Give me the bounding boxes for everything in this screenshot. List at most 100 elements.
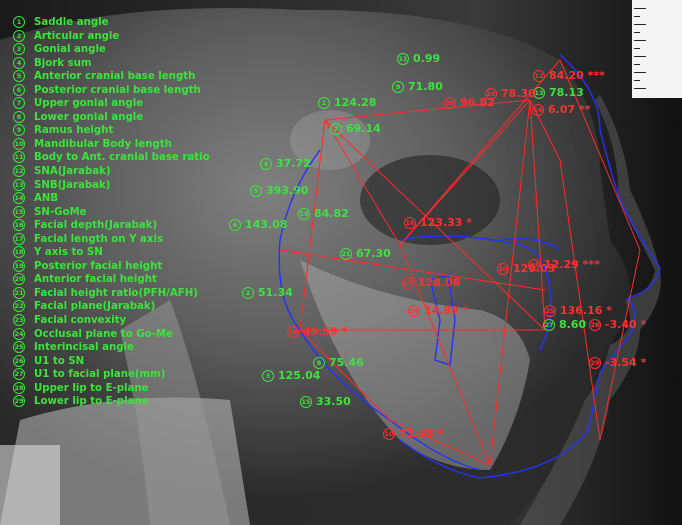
- legend-label: Posterior cranial base length: [34, 84, 201, 96]
- legend-label: Upper gonial angle: [34, 98, 144, 110]
- marker-value: 78.30: [501, 87, 536, 100]
- marker-number: 23: [528, 259, 540, 271]
- legend-item: 21 Facial height ratio(PFH/AFH): [13, 286, 210, 301]
- marker-number: 9: [392, 81, 404, 93]
- legend-number: 20: [13, 273, 25, 286]
- measurement-marker[interactable]: 23 12.29 ***: [528, 258, 600, 271]
- marker-value: 0.99: [413, 52, 441, 65]
- measurement-marker[interactable]: 29-3.54 *: [589, 356, 646, 369]
- legend-label: Bjork sum: [34, 57, 92, 69]
- marker-value: 14.89 *: [424, 304, 469, 317]
- legend-label: Facial plane(Jarabak): [34, 301, 156, 313]
- marker-value: 124.28: [334, 96, 377, 109]
- legend-item: 26 U1 to SN: [13, 354, 210, 369]
- marker-number: 13: [533, 87, 545, 99]
- legend-number: 13: [13, 178, 25, 191]
- measurement-marker[interactable]: 22 78.30: [485, 87, 536, 100]
- marker-number: 10: [383, 428, 395, 440]
- marker-value: 84.82: [314, 207, 349, 220]
- marker-value: 393.90: [266, 184, 309, 197]
- cephalometric-lines: [279, 59, 641, 466]
- measurement-marker[interactable]: 1 124.28: [318, 96, 376, 109]
- legend-label: Facial height ratio(PFH/AFH): [34, 287, 198, 299]
- legend-label: Facial depth(Jarabak): [34, 220, 158, 232]
- legend-number: 29: [13, 395, 25, 408]
- marker-value: 71.80: [408, 80, 443, 93]
- marker-number: 27: [543, 319, 555, 331]
- marker-value: 125.04: [278, 369, 321, 382]
- marker-number: 1: [318, 97, 330, 109]
- measurement-marker[interactable]: 13 78.13: [533, 86, 584, 99]
- legend-number: 10: [13, 137, 25, 150]
- marker-number: 7: [330, 123, 342, 135]
- marker-value: 136.16 *: [560, 304, 613, 317]
- marker-number: 26: [444, 97, 456, 109]
- marker-number: 12: [533, 70, 545, 82]
- measurement-marker[interactable]: 28-3.40 *: [589, 318, 646, 331]
- marker-number: 15: [300, 396, 312, 408]
- marker-value: 78.13: [549, 86, 584, 99]
- legend-label: U1 to SN: [34, 355, 85, 367]
- legend-number: 1: [13, 16, 25, 28]
- legend-number: 17: [13, 232, 25, 245]
- legend-number: 12: [13, 165, 25, 178]
- legend-number: 21: [13, 286, 25, 299]
- measurement-marker[interactable]: 25 136.16 *: [544, 304, 612, 317]
- legend-label: Facial length on Y axis: [34, 233, 164, 245]
- marker-value: 12.29 ***: [544, 258, 600, 271]
- marker-value: 51.34: [258, 286, 293, 299]
- legend-label: Lower gonial angle: [34, 111, 144, 123]
- legend-label: Gonial angle: [34, 44, 106, 56]
- marker-value: 75.46: [329, 356, 364, 369]
- marker-number: 22: [485, 88, 497, 100]
- legend-number: 26: [13, 354, 25, 367]
- marker-number: 17: [402, 277, 414, 289]
- marker-value: 123.33 *: [420, 216, 473, 229]
- legend-number: 4: [13, 56, 25, 69]
- marker-value: -3.54 *: [605, 356, 647, 369]
- legend-number: 18: [13, 246, 25, 259]
- marker-number: 11: [397, 53, 409, 65]
- marker-number: 20: [497, 263, 509, 275]
- legend-label: Interincisal angle: [34, 342, 134, 354]
- marker-number: 28: [589, 319, 601, 331]
- legend-number: 3: [13, 43, 25, 56]
- legend-number: 15: [13, 205, 25, 218]
- marker-number: 25: [544, 305, 556, 317]
